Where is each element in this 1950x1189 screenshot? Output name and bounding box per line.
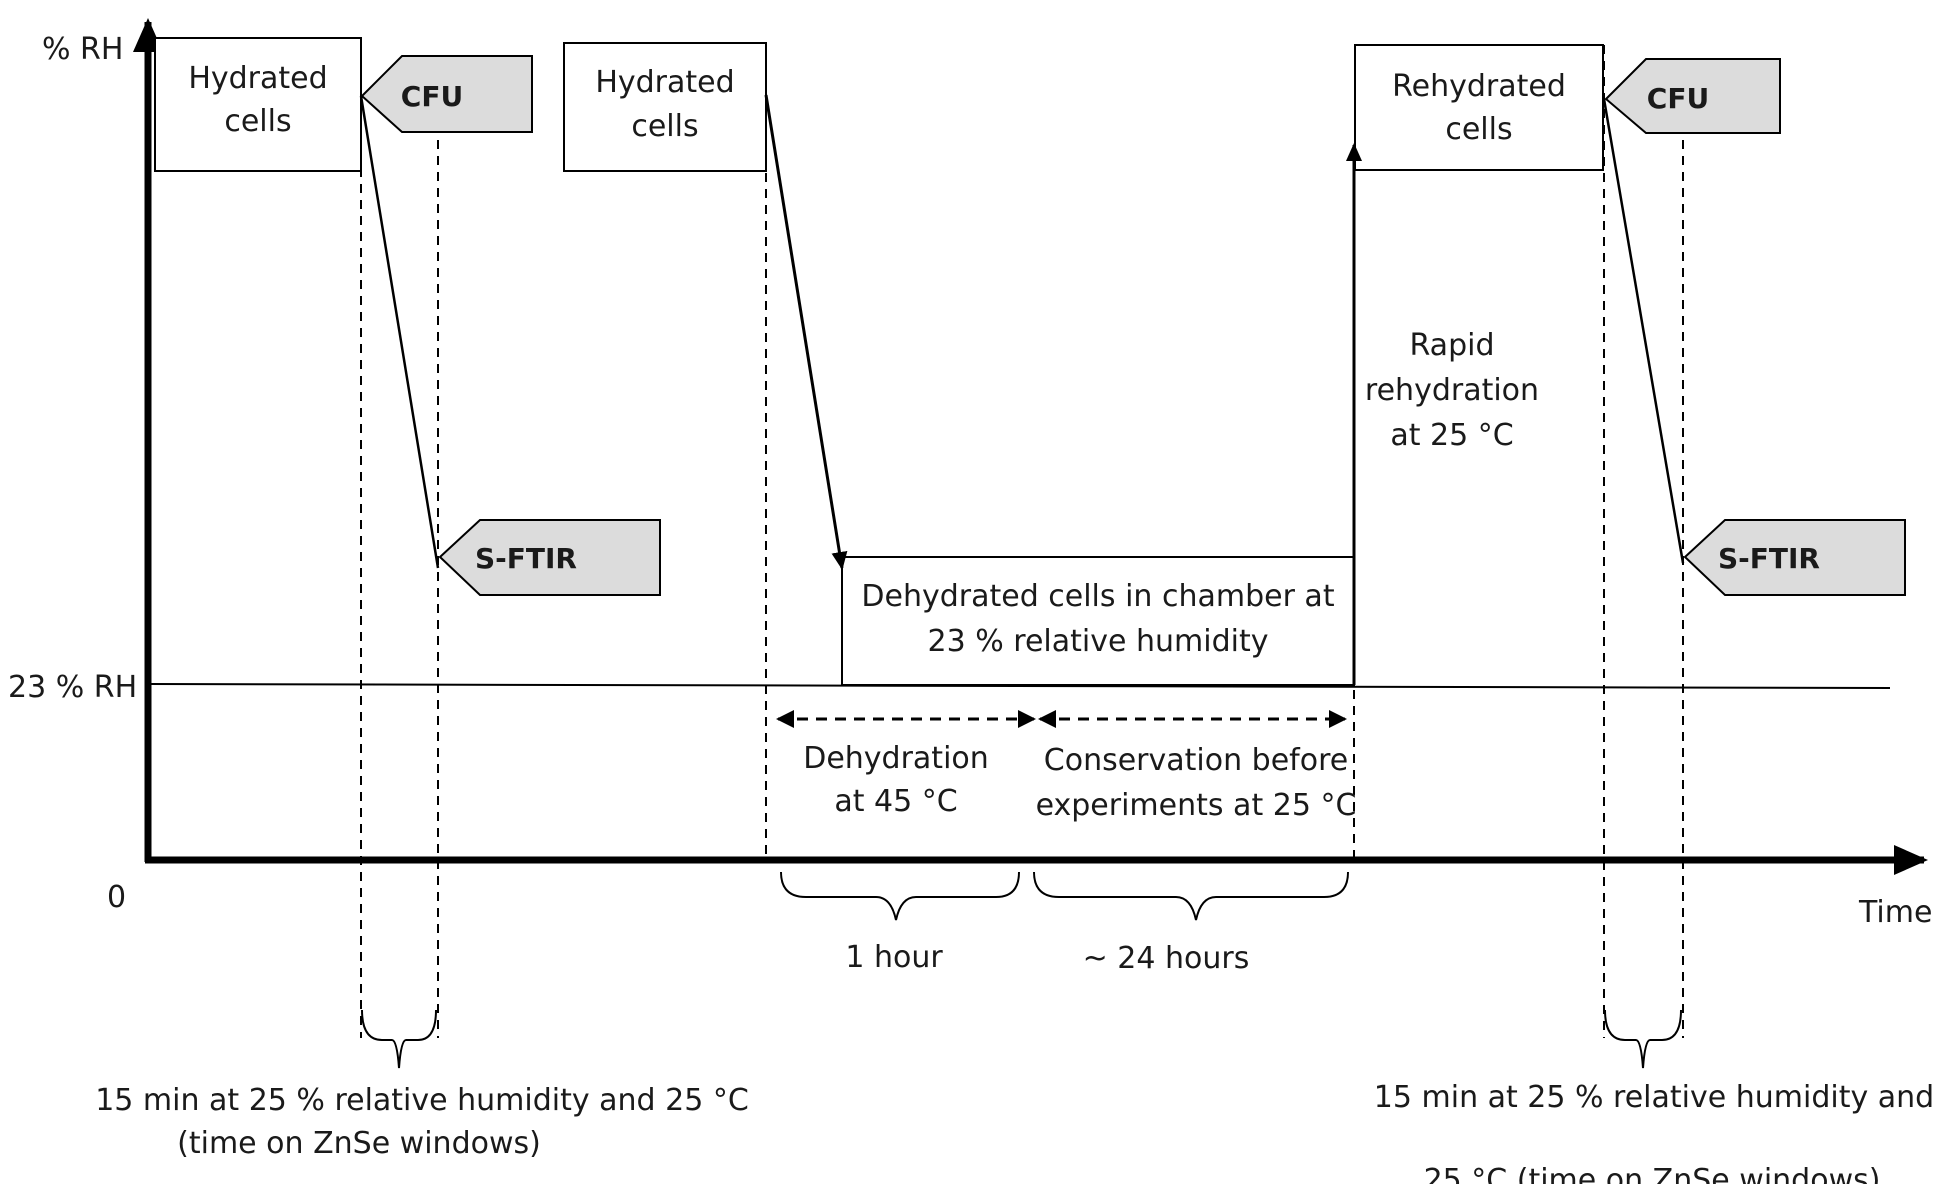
cfu-tag-2 (1604, 58, 1781, 134)
origin-label: 0 (107, 880, 126, 915)
dehydration-drop-arrow (764, 94, 848, 570)
rehydrated-cells-box (1354, 44, 1604, 171)
dehydration-label-line-2: at 45 °C (834, 784, 957, 819)
conservation-label-line-1: Conservation before (1044, 743, 1348, 778)
sftir-tag-1 (438, 519, 661, 596)
x-axis-label: Time (1858, 895, 1932, 930)
hydrated-cells-box-2-line-2: cells (631, 109, 698, 144)
window-right-line-1: 15 min at 25 % relative humidity and (1374, 1080, 1934, 1115)
cfu-tag-1 (360, 55, 533, 133)
dashed-guides (360, 40, 1684, 1038)
y-axis-top-label: % RH (42, 32, 123, 67)
rapid-rehydration-line-1: Rapid (1410, 328, 1495, 363)
window-left-line-1: 15 min at 25 % relative humidity and 25 … (95, 1083, 749, 1118)
dehydrated-chamber-box (841, 556, 1355, 686)
dehydration-label-line-1: Dehydration (803, 741, 989, 776)
hydrated-cells-box-1-line-1: Hydrated (188, 61, 327, 96)
twenty-four-hours-brace (1033, 871, 1349, 921)
dehydrated-chamber-line-1: Dehydrated cells in chamber at (861, 579, 1334, 614)
rapid-rehydration-line-3: at 25 °C (1390, 418, 1513, 453)
window-drop-line-1 (359, 95, 440, 569)
sftir-tag-2 (1683, 519, 1906, 596)
hydrated-cells-box-2 (563, 42, 767, 172)
rapid-rehydration-line-2: rehydration (1365, 373, 1539, 408)
hydrated-cells-box-1 (154, 37, 362, 172)
window-brace-left (361, 1009, 437, 1069)
cfu-tag-2-label: CFU (1647, 82, 1709, 115)
y-axis-23rh-label: 23 % RH (8, 670, 137, 705)
window-right-line-2: 25 °C (time on ZnSe windows) (1424, 1163, 1881, 1184)
sftir-tag-2-label: S-FTIR (1718, 542, 1820, 575)
hydrated-cells-box-2-line-1: Hydrated (595, 65, 734, 100)
rehydrated-cells-box-line-2: cells (1445, 112, 1512, 147)
cfu-tag-1-label: CFU (401, 80, 463, 113)
rehydrated-cells-box-line-1: Rehydrated (1392, 69, 1566, 104)
window-brace-right (1604, 1009, 1682, 1069)
one-hour-brace (780, 871, 1020, 921)
one-hour-label: 1 hour (845, 940, 943, 975)
sftir-tag-1-label: S-FTIR (475, 542, 577, 575)
window-left-line-2: (time on ZnSe windows) (177, 1126, 541, 1161)
window-drop-line-2 (1602, 98, 1685, 564)
hydrated-cells-box-1-line-2: cells (224, 104, 291, 139)
conservation-label-line-2: experiments at 25 °C (1036, 788, 1357, 823)
twenty-four-hours-label: ~ 24 hours (1083, 941, 1250, 976)
dehydrated-chamber-line-2: 23 % relative humidity (928, 624, 1269, 659)
